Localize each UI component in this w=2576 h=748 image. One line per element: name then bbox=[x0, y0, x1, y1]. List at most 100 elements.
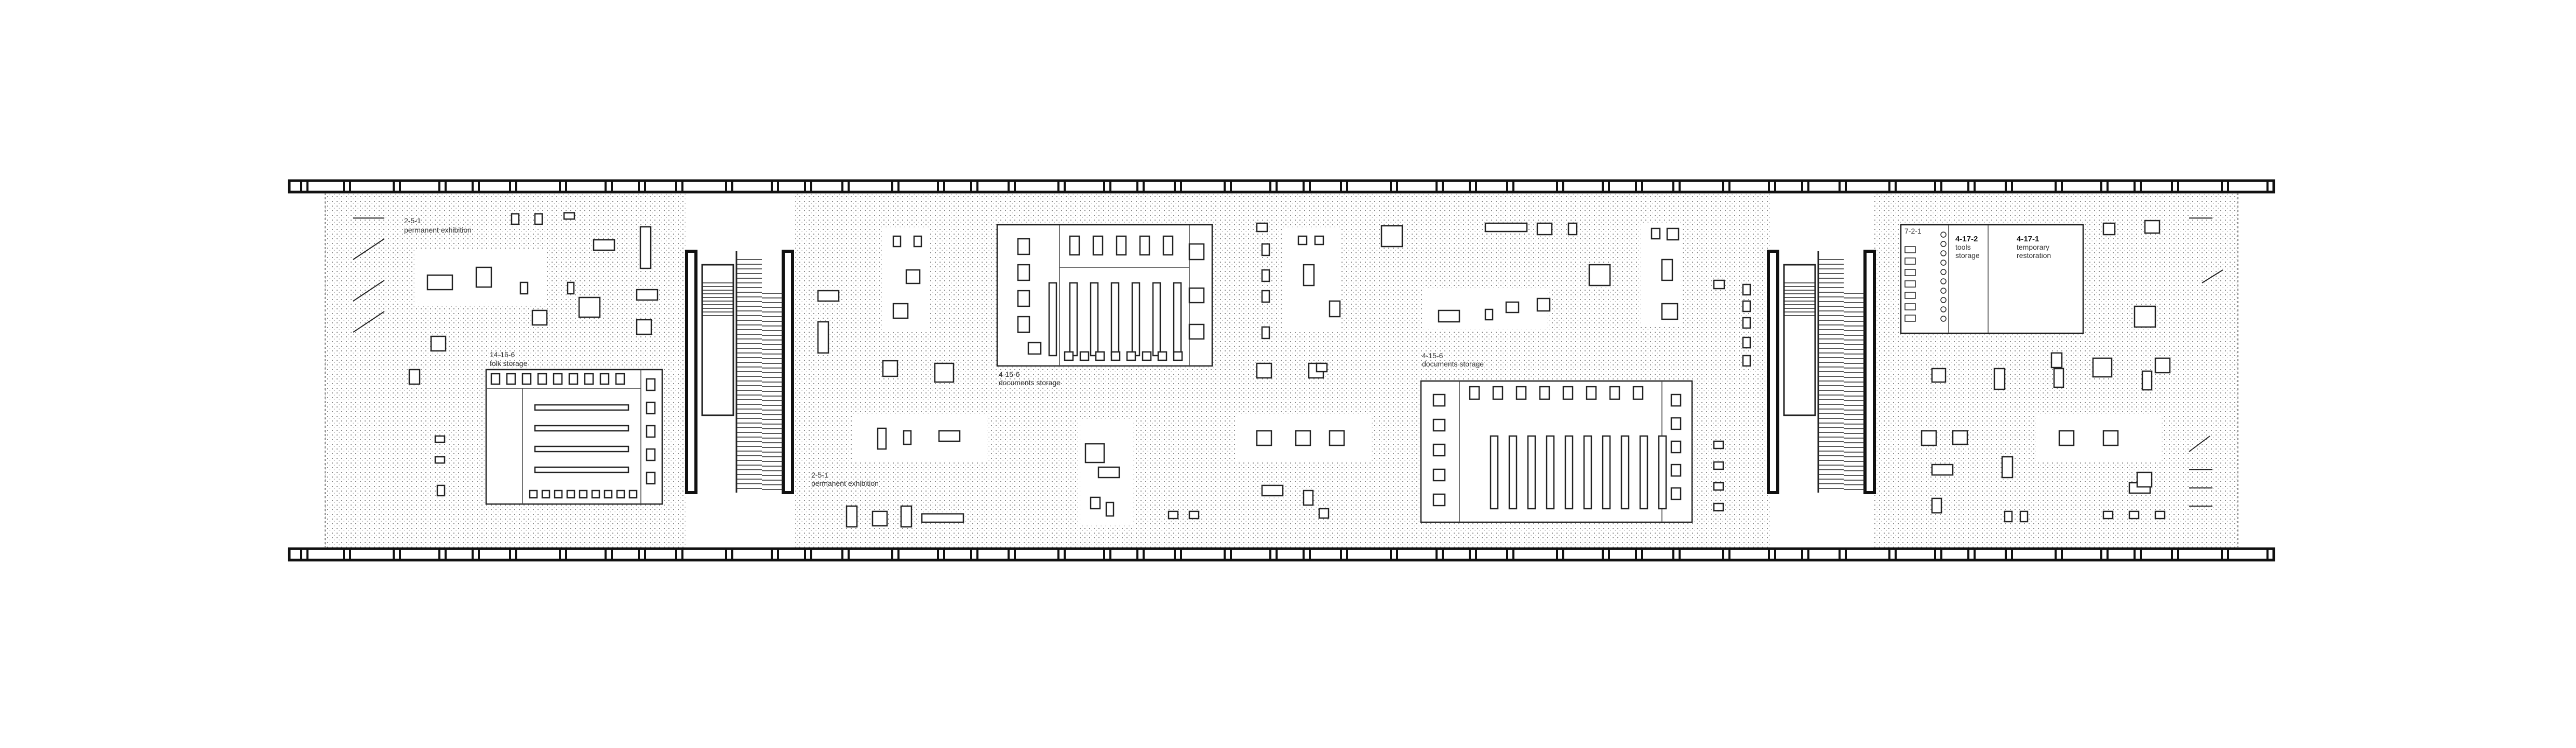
display-case bbox=[2058, 430, 2075, 446]
storage-shelf bbox=[1090, 282, 1099, 357]
display-case bbox=[1314, 235, 1324, 246]
display-case bbox=[1651, 227, 1661, 240]
facade-marker bbox=[353, 280, 385, 302]
drawer bbox=[1904, 280, 1916, 288]
sink-circle bbox=[1940, 316, 1947, 322]
display-case bbox=[892, 235, 902, 248]
storage-box bbox=[554, 489, 563, 499]
display-case bbox=[1931, 497, 1942, 514]
display-case bbox=[1952, 430, 1968, 445]
stair-column bbox=[1863, 250, 1876, 494]
room-folk-storage bbox=[485, 369, 663, 505]
display-case bbox=[1588, 264, 1611, 287]
storage-box bbox=[1110, 351, 1121, 361]
storage-box bbox=[1670, 393, 1682, 407]
display-case bbox=[1297, 235, 1308, 246]
display-case bbox=[1993, 368, 2006, 390]
storage-box bbox=[1670, 464, 1682, 477]
storage-box bbox=[1469, 386, 1480, 400]
display-case bbox=[1713, 440, 1724, 450]
stair-column bbox=[685, 250, 697, 494]
room-name-label: documents storage bbox=[999, 378, 1061, 387]
display-case bbox=[846, 505, 858, 528]
sink-circle bbox=[1940, 260, 1947, 266]
display-case bbox=[817, 321, 829, 354]
room-name-label: restoration bbox=[2017, 251, 2051, 260]
stair-landing bbox=[701, 264, 734, 416]
stair-column bbox=[1767, 250, 1779, 494]
display-case bbox=[636, 319, 652, 335]
display-case bbox=[938, 430, 961, 442]
room-code-label: 4-15-6 bbox=[1422, 351, 1443, 360]
storage-box bbox=[1173, 351, 1183, 361]
display-case bbox=[430, 335, 447, 352]
stair-right bbox=[1767, 250, 1876, 494]
display-case bbox=[1536, 222, 1553, 236]
display-case bbox=[2019, 510, 2029, 523]
display-case bbox=[1713, 482, 1724, 491]
display-case bbox=[1188, 243, 1205, 261]
display-case bbox=[1090, 496, 1101, 510]
storage-shelf bbox=[1110, 282, 1120, 357]
storage-box bbox=[1069, 235, 1080, 256]
display-case bbox=[534, 213, 543, 225]
storage-box bbox=[646, 448, 656, 461]
display-case bbox=[2154, 357, 2171, 374]
storage-box bbox=[1632, 386, 1644, 400]
storage-box bbox=[628, 489, 638, 499]
display-case bbox=[475, 266, 492, 288]
facade-marker bbox=[353, 311, 385, 333]
storage-shelf bbox=[1639, 435, 1648, 510]
storage-shelf bbox=[1658, 435, 1667, 510]
display-case bbox=[1567, 222, 1578, 236]
room-code-label: 2-5-1 bbox=[811, 471, 828, 479]
room-code-label: 4-17-2 bbox=[1955, 235, 1978, 243]
display-case bbox=[1188, 510, 1200, 520]
drawer bbox=[1904, 269, 1916, 276]
display-case bbox=[1084, 443, 1105, 464]
display-case bbox=[434, 456, 446, 464]
storage-box bbox=[579, 489, 588, 499]
display-case bbox=[1713, 461, 1724, 470]
storage-box bbox=[646, 401, 656, 415]
walls bbox=[288, 179, 2275, 562]
room-name-label: tools bbox=[1955, 243, 1971, 251]
display-case bbox=[877, 427, 887, 450]
storage-box bbox=[1670, 487, 1682, 500]
display-case bbox=[2001, 456, 2014, 479]
display-case bbox=[636, 289, 659, 301]
display-case bbox=[2102, 430, 2119, 446]
display-case bbox=[882, 360, 898, 377]
display-case bbox=[2004, 510, 2013, 523]
display-case bbox=[1261, 484, 1284, 497]
storage-box bbox=[490, 373, 501, 385]
display-case bbox=[1931, 464, 1954, 476]
drawer bbox=[1904, 257, 1916, 265]
storage-box bbox=[521, 373, 532, 385]
display-case bbox=[1261, 243, 1270, 256]
sink-circle bbox=[1940, 269, 1947, 275]
display-case bbox=[2154, 510, 2166, 520]
display-case bbox=[2128, 510, 2140, 520]
storage-box bbox=[537, 373, 547, 385]
room-code-label: 4-15-6 bbox=[999, 370, 1020, 378]
storage-box bbox=[1017, 238, 1030, 255]
display-case bbox=[1666, 227, 1680, 241]
room-code-label: 14-15-6 bbox=[490, 350, 515, 359]
drawer bbox=[1904, 303, 1916, 310]
storage-shelf bbox=[1048, 282, 1057, 357]
display-case bbox=[531, 309, 548, 326]
sink-circle bbox=[1940, 306, 1947, 312]
storage-box bbox=[615, 373, 625, 385]
room-name-label: documents storage bbox=[1422, 360, 1484, 368]
storage-box bbox=[1095, 351, 1105, 361]
display-case bbox=[1105, 501, 1115, 517]
display-case bbox=[1661, 259, 1673, 281]
storage-shelf bbox=[1152, 282, 1161, 357]
storage-box bbox=[1432, 393, 1446, 407]
drawer bbox=[1904, 292, 1916, 299]
display-case bbox=[1931, 368, 1947, 383]
display-case bbox=[1318, 508, 1330, 519]
storage-box bbox=[1586, 386, 1597, 400]
storage-box bbox=[1126, 351, 1136, 361]
